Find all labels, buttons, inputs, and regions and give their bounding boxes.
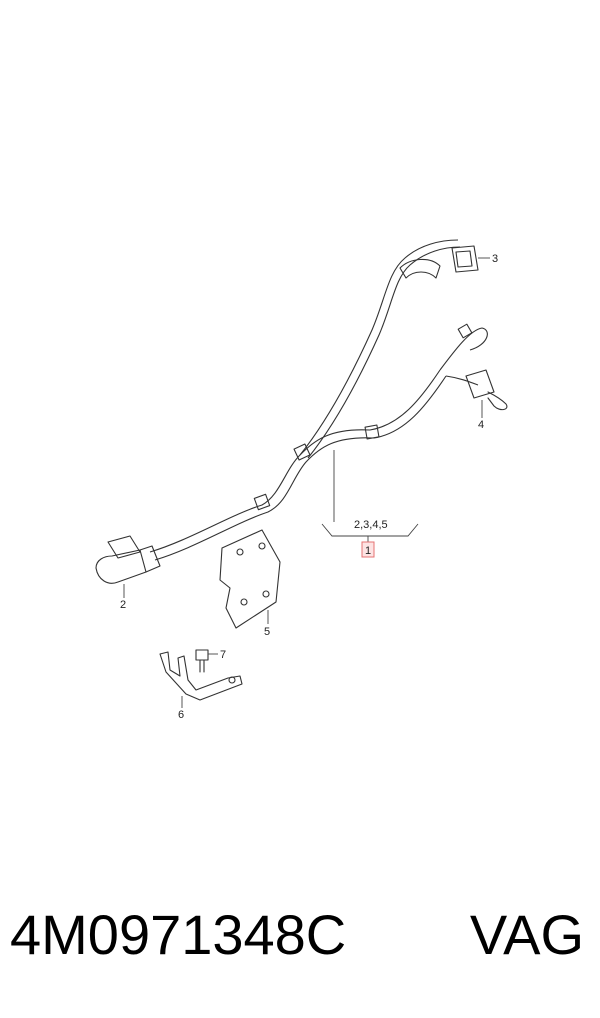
callout-5: 5	[264, 626, 270, 638]
callout-1-highlight	[361, 541, 375, 558]
callout-1: 1	[365, 545, 371, 557]
brand-label: VAG	[469, 903, 584, 966]
part-number: 4M0971348C	[10, 903, 347, 966]
connector-2	[95, 535, 161, 598]
sensor-4	[465, 369, 508, 418]
callout-2: 2	[120, 599, 126, 611]
bracket-6	[159, 651, 243, 708]
screw-7	[195, 649, 218, 673]
footer: 4M0971348C VAG	[10, 895, 590, 975]
callout-4: 4	[478, 419, 484, 431]
plate-5	[219, 529, 281, 629]
group-leader	[321, 450, 419, 542]
callout-6: 6	[178, 709, 184, 721]
callout-7: 7	[220, 649, 226, 661]
callout-group: 2,3,4,5	[354, 519, 388, 531]
wiring-harness	[149, 239, 488, 561]
callout-3: 3	[492, 253, 498, 265]
connector-3	[451, 245, 490, 273]
